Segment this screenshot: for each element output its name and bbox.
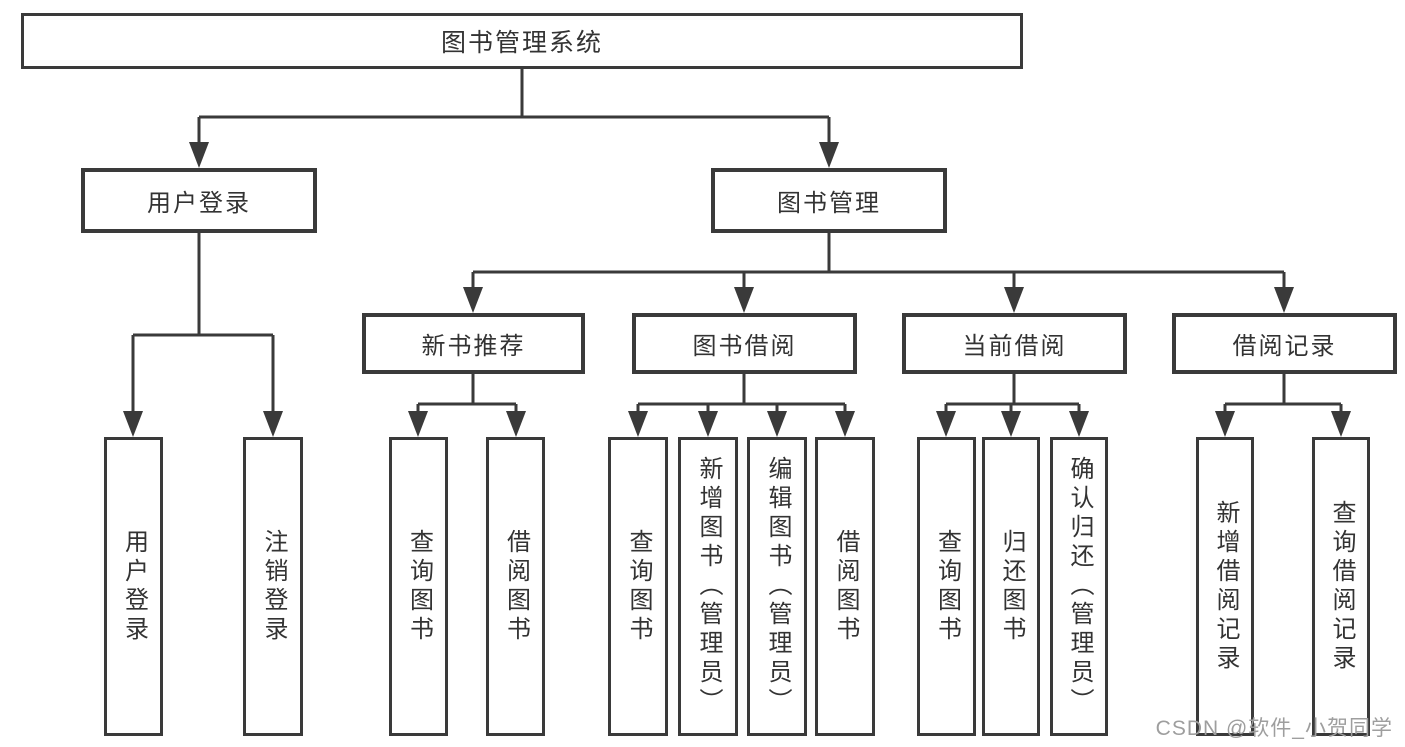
connector-book-borrow-to-leaves [628,374,855,437]
node-book-borrow: 图书借阅 [632,313,857,374]
connector-borrow-records-to-leaves [1215,374,1351,437]
connector-root-to-level2 [189,69,839,168]
connector-new-book-recommend-to-leaves [408,374,526,437]
leaf-borrow-books: 借阅图书 [815,437,875,736]
connector-book-management-to-level3 [463,233,1294,313]
leaf-logout: 注销登录 [243,437,303,736]
leaf-borrow-query-books: 查询图书 [608,437,668,736]
leaf-add-books-admin: 新增图书（管理员） [678,437,738,736]
node-user-login: 用户登录 [81,168,317,233]
node-new-book-recommend: 新书推荐 [362,313,585,374]
leaf-recommend-borrow-books: 借阅图书 [486,437,545,736]
node-book-management: 图书管理 [711,168,947,233]
node-library-management-system: 图书管理系统 [21,13,1023,69]
leaf-confirm-return-admin: 确认归还（管理员） [1050,437,1108,736]
leaf-return-books: 归还图书 [982,437,1040,736]
leaf-recommend-query-books: 查询图书 [389,437,448,736]
leaf-current-query-books: 查询图书 [917,437,976,736]
leaf-query-borrow-record: 查询借阅记录 [1312,437,1370,736]
node-borrow-records: 借阅记录 [1172,313,1397,374]
node-current-borrow: 当前借阅 [902,313,1127,374]
connector-current-borrow-to-leaves [936,374,1089,437]
connector-user-login-to-leaves [123,233,283,437]
leaf-add-borrow-record: 新增借阅记录 [1196,437,1254,736]
csdn-watermark: CSDN @软件_小贺同学 [1155,717,1393,740]
leaf-edit-books-admin: 编辑图书（管理员） [747,437,807,736]
leaf-user-login: 用户登录 [104,437,163,736]
